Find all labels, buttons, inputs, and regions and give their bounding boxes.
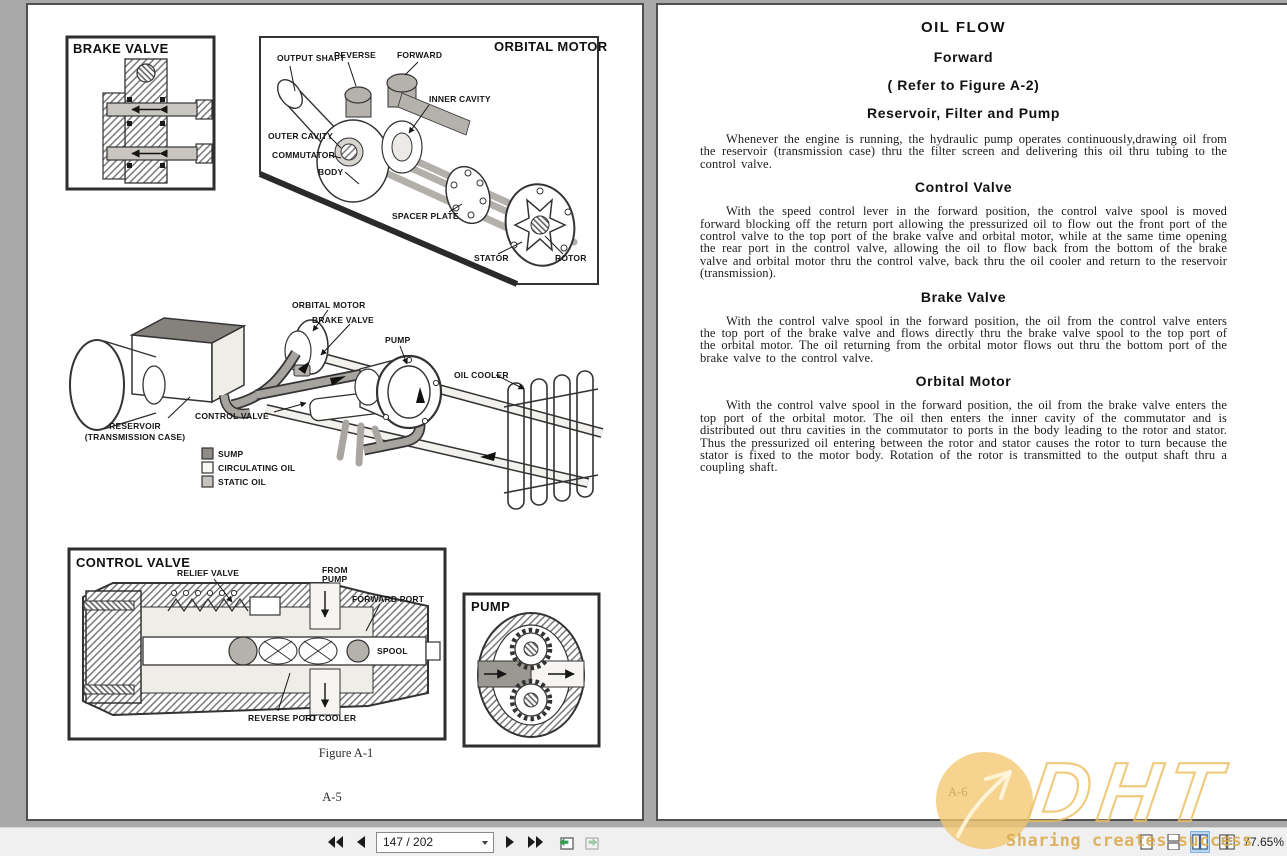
heading-orbital-motor: Orbital Motor [915, 373, 1012, 390]
label-forward: FORWARD [397, 50, 442, 60]
single-page-icon [1139, 834, 1153, 850]
pump-figure: PUMP [462, 592, 601, 748]
pump-title: PUMP [471, 599, 510, 614]
right-page-number: A-6 [948, 785, 968, 799]
view-facing-pages-button[interactable] [1190, 831, 1210, 853]
continuous-page-icon [1166, 834, 1180, 850]
control-valve-figure: CONTROL VALVE [67, 547, 447, 741]
label-rotor: ROTOR [555, 253, 587, 263]
orbital-motor-title: ORBITAL MOTOR [494, 39, 608, 54]
previous-page-icon [356, 836, 365, 848]
book-view-icon [1219, 834, 1235, 850]
figure-a1-diagram: BRAKE VALVE ORBITAL [65, 35, 608, 804]
last-page-button[interactable] [526, 833, 544, 851]
next-view-button[interactable] [582, 833, 600, 851]
brake-valve-title: BRAKE VALVE [73, 41, 169, 56]
label-spacer-plate: SPACER PLATE [392, 211, 459, 221]
label-to-cooler: TO COOLER [304, 713, 356, 723]
label-stator: STATOR [474, 253, 509, 263]
legend-static-oil: STATIC OIL [218, 477, 266, 487]
previous-view-icon [559, 836, 574, 850]
zoom-level[interactable]: 77.65% [1243, 835, 1284, 849]
label-sys-reservoir-1: RESERVOIR [109, 421, 161, 431]
heading-brake-valve: Brake Valve [920, 288, 1007, 305]
label-forward-port: FORWARD PORT [352, 594, 425, 604]
previous-page-button[interactable] [351, 833, 369, 851]
heading-reservoir-filter-pump: Reservoir, Filter and Pump [867, 105, 1060, 121]
orbital-motor-figure: ORBITAL MOTOR [258, 36, 608, 287]
label-sys-brake-valve: BRAKE VALVE [312, 315, 374, 325]
label-outer-cavity: OUTER CAVITY [268, 131, 333, 141]
label-from-pump: PUMP [322, 574, 347, 584]
page-view-modes [1136, 830, 1237, 854]
page-number-combo[interactable] [376, 831, 494, 853]
label-inner-cavity: INNER CAVITY [429, 94, 491, 104]
last-page-icon [527, 836, 543, 848]
previous-view-button[interactable] [557, 833, 575, 851]
label-from: FROM [322, 565, 348, 575]
label-sys-pump: PUMP [385, 335, 410, 345]
view-book-button[interactable] [1217, 831, 1237, 853]
first-page-icon [327, 836, 343, 848]
legend-circulating-oil: CIRCULATING OIL [218, 463, 295, 473]
right-page: OIL FLOW Forward ( Refer to Figure A-2) … [656, 3, 1287, 821]
paragraph-control-valve: With the speed control lever in the forw… [700, 204, 1227, 281]
label-body: BODY [318, 167, 343, 177]
label-output-shaft: OUTPUT SHAFT [277, 53, 346, 63]
first-page-button[interactable] [326, 833, 344, 851]
right-page-text-column: OIL FLOW Forward ( Refer to Figure A-2) … [700, 19, 1227, 483]
combo-caret-icon[interactable] [482, 840, 488, 845]
document-canvas: BRAKE VALVE ORBITAL [26, 3, 1287, 821]
next-page-icon [505, 836, 514, 848]
figure-caption: Figure A-1 [319, 746, 374, 760]
heading-control-valve: Control Valve [914, 179, 1013, 196]
heading-refer: ( Refer to Figure A-2) [887, 77, 1040, 93]
label-reverse: REVERSE [334, 50, 376, 60]
facing-pages-icon [1192, 834, 1208, 850]
label-sys-oil-cooler: OIL COOLER [454, 370, 509, 380]
left-page: BRAKE VALVE ORBITAL [26, 3, 644, 821]
page-navigation [326, 828, 600, 856]
label-relief-valve: RELIEF VALVE [177, 568, 239, 578]
legend-sump: SUMP [218, 449, 243, 459]
brake-valve-figure: BRAKE VALVE [65, 35, 216, 191]
page-number-input[interactable] [377, 834, 475, 850]
heading-forward: Forward [933, 49, 994, 65]
label-reverse-port: REVERSE PORT [248, 713, 318, 723]
oil-legend: SUMP CIRCULATING OIL STATIC OIL [201, 447, 295, 488]
next-view-icon [584, 836, 599, 850]
label-sys-reservoir-2: (TRANSMISSION CASE) [85, 432, 186, 442]
view-continuous-button[interactable] [1163, 831, 1183, 853]
label-sys-control-valve: CONTROL VALVE [195, 411, 269, 421]
label-commutator: COMMUTATOR [272, 150, 335, 160]
label-sys-orbital-motor: ORBITAL MOTOR [292, 300, 365, 310]
left-page-number: A-5 [322, 790, 341, 804]
paragraph-reservoir: Whenever the engine is running, the hydr… [700, 132, 1227, 171]
next-page-button[interactable] [501, 833, 519, 851]
view-single-page-button[interactable] [1136, 831, 1156, 853]
paragraph-brake-valve: With the control valve spool in the forw… [700, 313, 1227, 365]
hydraulic-system-figure: ORBITAL MOTOR BRAKE VALVE PUMP OIL COOLE… [69, 300, 604, 510]
control-valve-title: CONTROL VALVE [76, 555, 190, 570]
label-spool: SPOOL [377, 646, 408, 656]
heading-oil-flow: OIL FLOW [920, 19, 1007, 36]
viewer-toolbar: 77.65% [0, 827, 1287, 856]
paragraph-orbital-motor: With the control valve spool in the forw… [700, 398, 1227, 475]
